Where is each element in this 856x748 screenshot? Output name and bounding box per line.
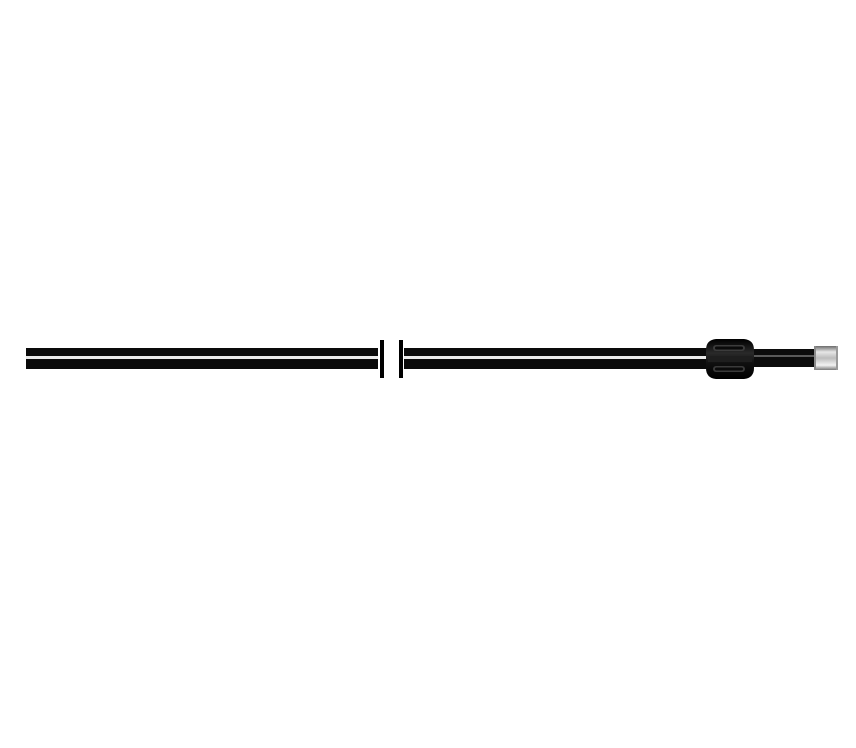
rod-segment-right [404,348,724,369]
cut-break-icon [380,340,403,378]
rod-segment-left [26,348,378,369]
knob-collar [706,339,754,379]
rod-tip-shaft [752,349,817,367]
end-cap [814,346,838,370]
